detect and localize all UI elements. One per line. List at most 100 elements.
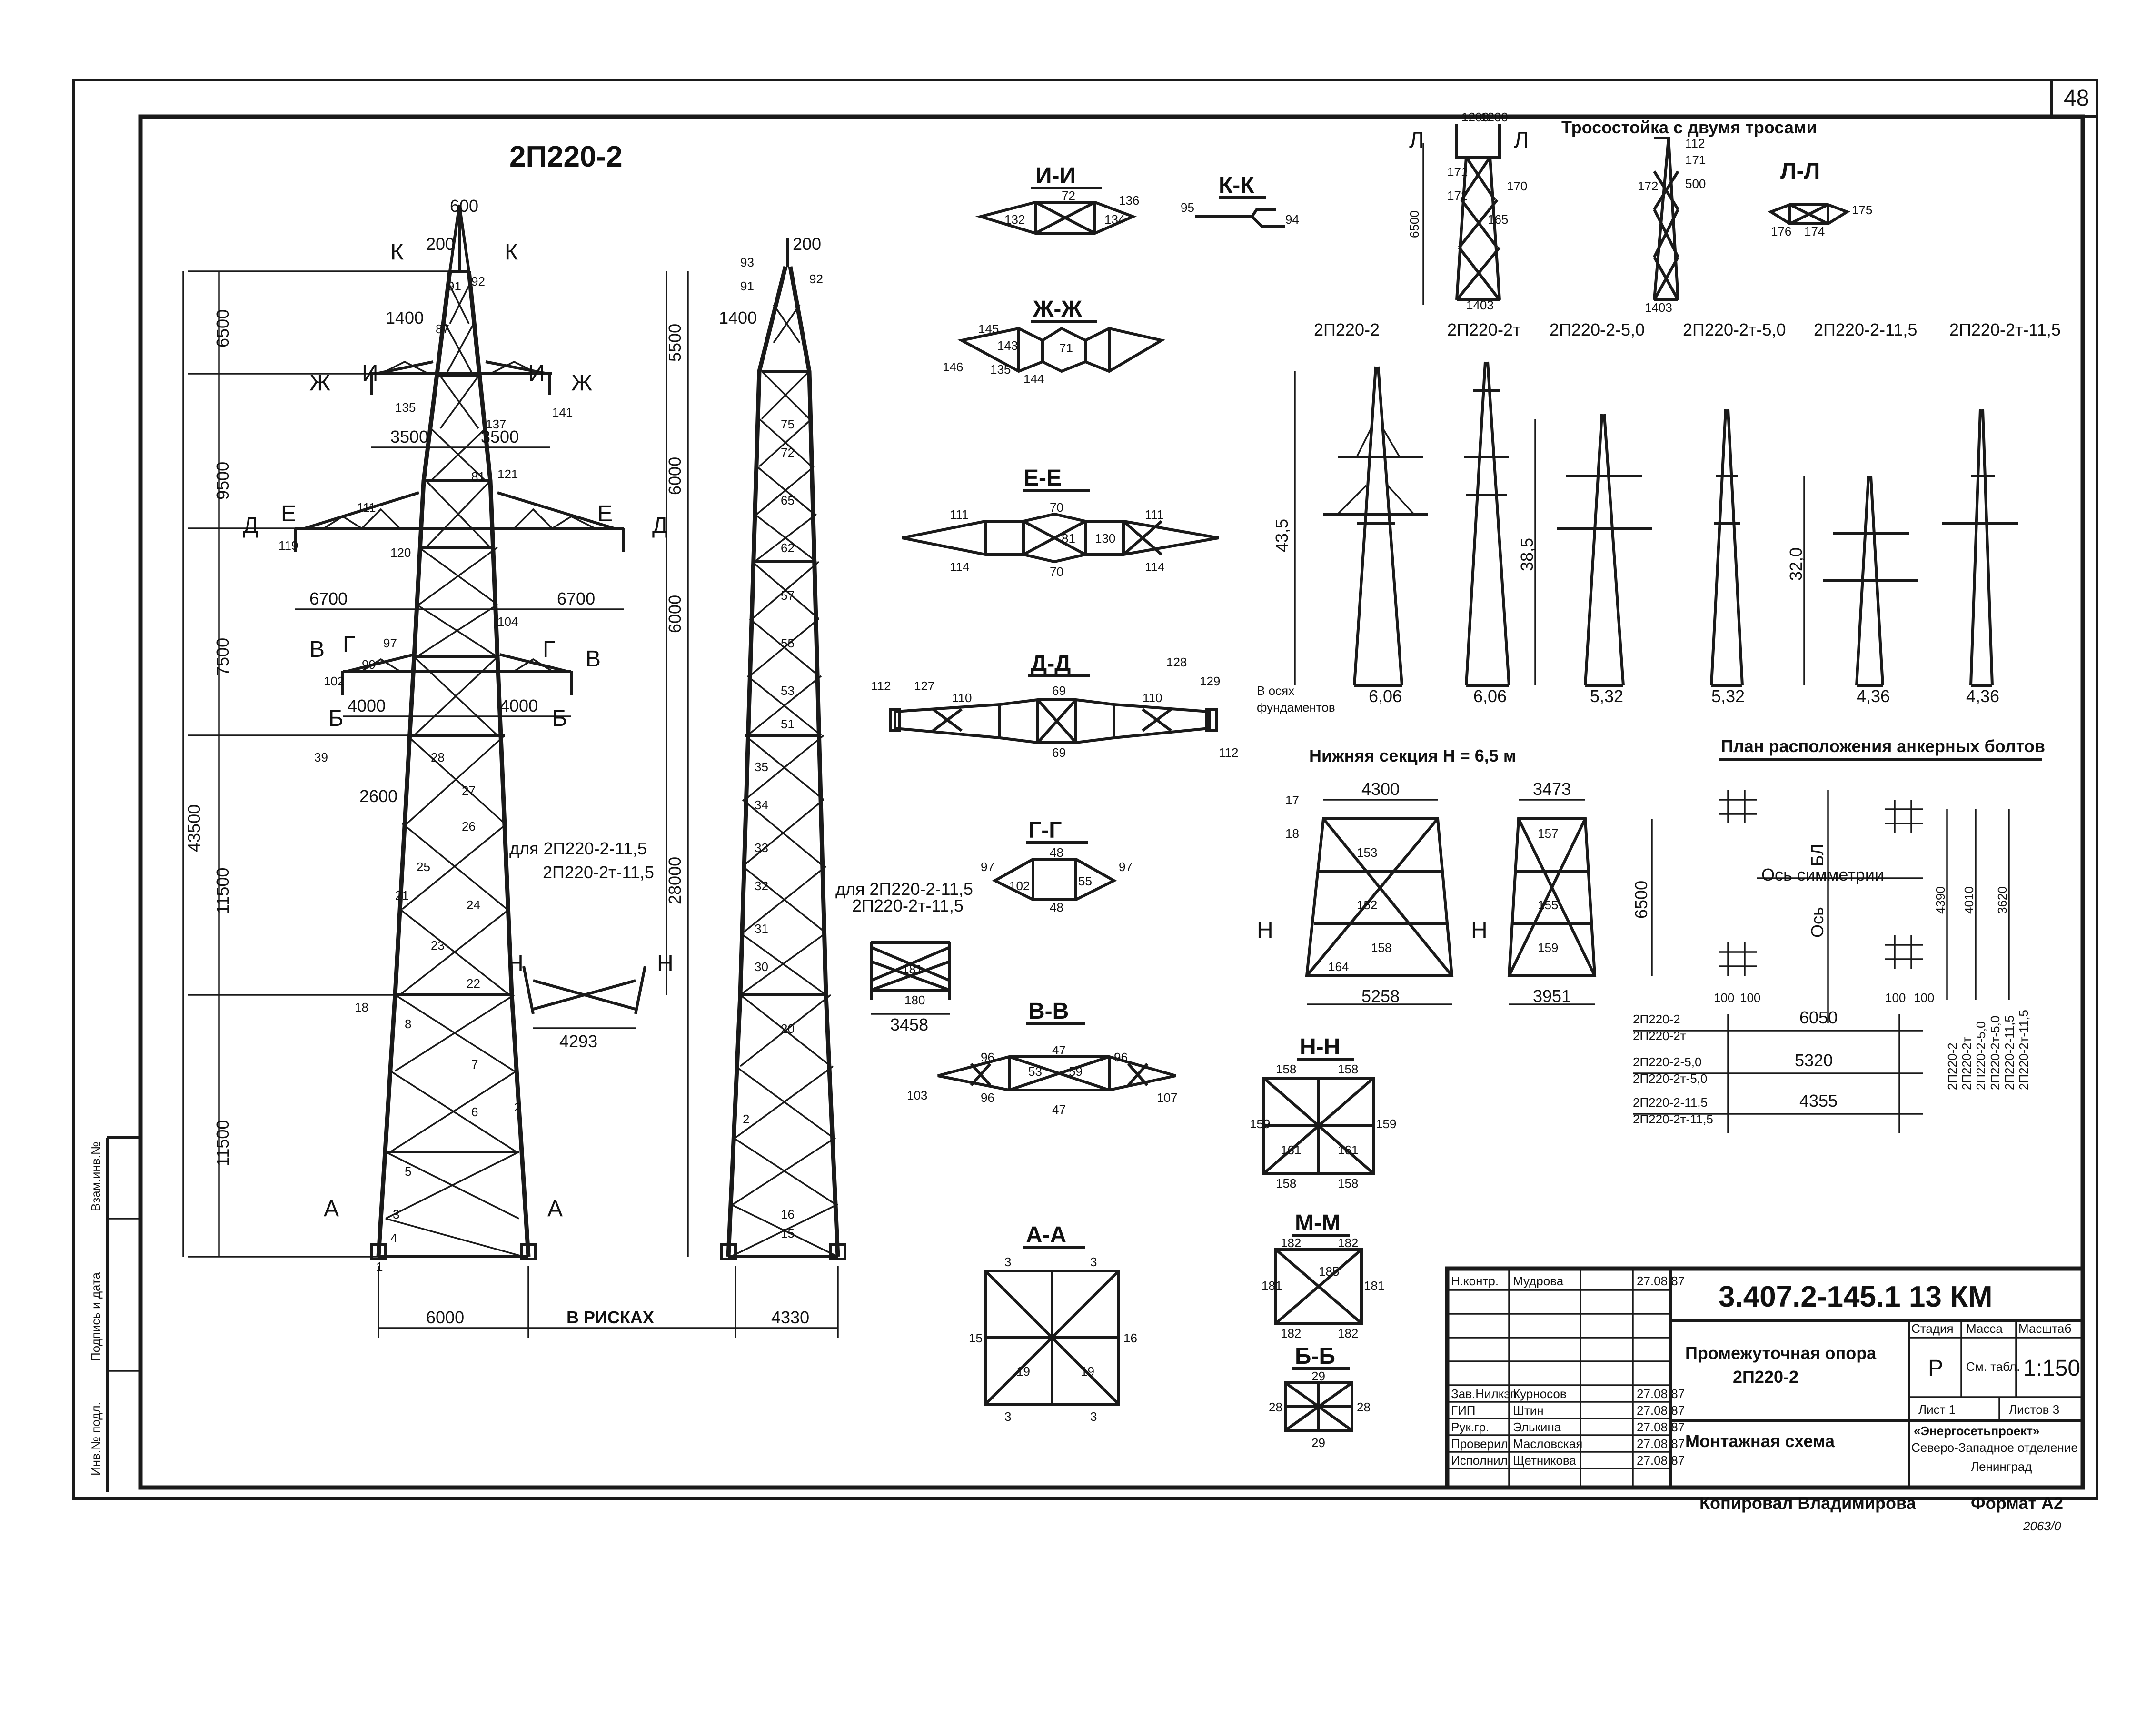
aa-num-19: 19 — [1016, 1364, 1030, 1379]
dim-4293: 4293 — [559, 1032, 597, 1051]
sv-num-91: 91 — [740, 279, 754, 293]
bolt-vlabel-6: 2П220-2т-11,5 — [2017, 1010, 2031, 1090]
gg-num-102: 102 — [1009, 879, 1030, 893]
staff-date-3: 27.08.87 — [1637, 1403, 1685, 1418]
sv-num-62: 62 — [781, 541, 795, 555]
staff-date-4: 27.08.87 — [1637, 1420, 1685, 1434]
zh-num-145: 145 — [978, 322, 999, 336]
variant6-base: 4,36 — [1966, 686, 1999, 706]
m-detail-title-1: для 2П220-2-11,5 — [835, 879, 973, 899]
staff-date-5: 27.08.87 — [1637, 1437, 1685, 1451]
dim-r3: 6000 — [665, 595, 685, 633]
m-num-180: 180 — [904, 993, 925, 1007]
fv-num-18: 18 — [355, 1000, 368, 1014]
section-bb: Б-Б 29 29 28 28 — [1269, 1344, 1371, 1450]
tross-num-165: 165 — [1488, 212, 1508, 227]
fv-num-22: 22 — [467, 976, 480, 991]
tross-dim-1200a: 1200 — [1461, 110, 1489, 124]
title-org-2: Северо-Западное отделение — [1911, 1440, 2078, 1455]
staff-name-4: Элькина — [1513, 1420, 1561, 1434]
dim-arm3-right: 4000 — [500, 696, 538, 715]
ee-num-111b: 111 — [1145, 507, 1164, 522]
section-zhzh: Ж-Ж 145 143 135 144 146 71 — [943, 297, 1166, 386]
sv-num-51: 51 — [781, 717, 795, 731]
mark-e-right: Е — [597, 501, 613, 526]
sv-num-93: 93 — [740, 255, 754, 269]
sv-num-92: 92 — [809, 272, 823, 286]
bolt-row3-name1: 2П220-2-11,5 — [1633, 1095, 1708, 1110]
stamp-inv: Инв.№ подл. — [89, 1402, 103, 1476]
mm-num-182d: 182 — [1338, 1326, 1358, 1340]
variant1-total: 43,5 — [1272, 519, 1292, 552]
section-nn: Н-Н 158 158 158 158 159 159 161 161 — [1250, 1034, 1396, 1190]
fv-num-87: 87 — [436, 322, 449, 336]
staff-name-1: Мудрова — [1513, 1274, 1564, 1288]
dim-arm2-left: 6700 — [309, 589, 348, 608]
bolt-plan: План расположения анкерных болтов Ось си… — [1633, 736, 2045, 1133]
tross-mark-l2: Л — [1514, 128, 1529, 153]
dim-r1: 5500 — [665, 324, 685, 362]
bottom-side-top: 3473 — [1533, 779, 1571, 799]
side-dim-200: 200 — [793, 234, 821, 254]
vv-num-96c: 96 — [981, 1091, 994, 1105]
gg-num-97b: 97 — [1119, 860, 1133, 874]
gg-num-48: 48 — [1050, 845, 1063, 860]
dim-base-6000: 6000 — [426, 1308, 464, 1327]
staff-role-4: Рук.гр. — [1451, 1420, 1489, 1434]
dim-h4: 11500 — [213, 868, 232, 914]
front-view-title: 2П220-2 — [509, 140, 623, 173]
copied-by: Копировал Владимирова — [1699, 1493, 1917, 1513]
tross2-num-120: 500 — [1685, 177, 1706, 191]
variant-label-2: 2П220-2т — [1447, 320, 1520, 339]
mark-i-right: И — [528, 361, 545, 386]
dd-num-128: 128 — [1166, 655, 1187, 669]
bs-num-153: 153 — [1357, 845, 1377, 860]
variant-label-1: 2П220-2 — [1314, 320, 1380, 339]
ii-num-136: 136 — [1119, 193, 1139, 208]
dim-top-200: 200 — [426, 234, 455, 254]
bolt-vlabel-1: 2П220-2 — [1945, 1042, 1959, 1090]
fv-num-1: 1 — [376, 1260, 383, 1274]
mm-num-181b: 181 — [1364, 1279, 1384, 1293]
vv-num-59: 59 — [1069, 1064, 1083, 1079]
sv-num-55: 55 — [781, 636, 795, 650]
dd-num-110: 110 — [952, 691, 972, 705]
nn-num-159: 159 — [1250, 1117, 1270, 1131]
mark-d-right: Д — [652, 513, 668, 538]
dim-top-600: 600 — [450, 196, 478, 216]
nn-num-158d: 158 — [1338, 1176, 1358, 1190]
section-ii: И-И 72 132 134 136 — [975, 163, 1139, 235]
bottom-base-width: 5258 — [1361, 986, 1400, 1006]
sv-num-15: 15 — [781, 1226, 795, 1240]
section-dd-title: Д-Д — [1031, 651, 1071, 676]
staff-role-3: ГИП — [1451, 1403, 1475, 1418]
section-bb-title: Б-Б — [1295, 1344, 1335, 1369]
fv-num-97: 97 — [383, 636, 397, 650]
format: Формат А2 — [1971, 1493, 2063, 1513]
title-block: 3.407.2-145.1 13 КМ Промежуточная опора … — [1445, 1266, 2085, 1490]
gg-num-97: 97 — [981, 860, 994, 874]
section-ll-title: Л-Л — [1780, 159, 1820, 184]
title-stage: Р — [1928, 1356, 1943, 1381]
staff-name-3: Штин — [1513, 1403, 1544, 1418]
bolt-axis: Ось — [1808, 907, 1827, 938]
fv-num-102: 102 — [324, 674, 344, 688]
title-mass: См. табл. — [1966, 1359, 2020, 1374]
variant3-total: 38,5 — [1517, 538, 1537, 571]
bottom-side-base: 3951 — [1533, 986, 1571, 1006]
dd-num-69b: 69 — [1052, 745, 1066, 760]
aa-num-15: 15 — [969, 1331, 983, 1345]
fv-num-25: 25 — [417, 860, 430, 874]
bolt-dim-100c: 100 — [1885, 991, 1906, 1005]
page-number: 48 — [2064, 86, 2089, 111]
bolt-row1-name1: 2П220-2 — [1633, 1012, 1680, 1026]
title-stage-h: Стадия — [1911, 1321, 1954, 1336]
tross2-num-172: 172 — [1638, 179, 1658, 193]
bs-num-155: 155 — [1538, 898, 1558, 912]
tross-mark-l1: Л — [1409, 128, 1424, 153]
mark-a-right: А — [547, 1196, 563, 1221]
mm-num-181: 181 — [1262, 1279, 1282, 1293]
bb-num-29: 29 — [1311, 1369, 1325, 1383]
title-org-3: Ленинград — [1971, 1459, 2032, 1474]
bolt-axis-label: БЛ — [1808, 844, 1827, 866]
